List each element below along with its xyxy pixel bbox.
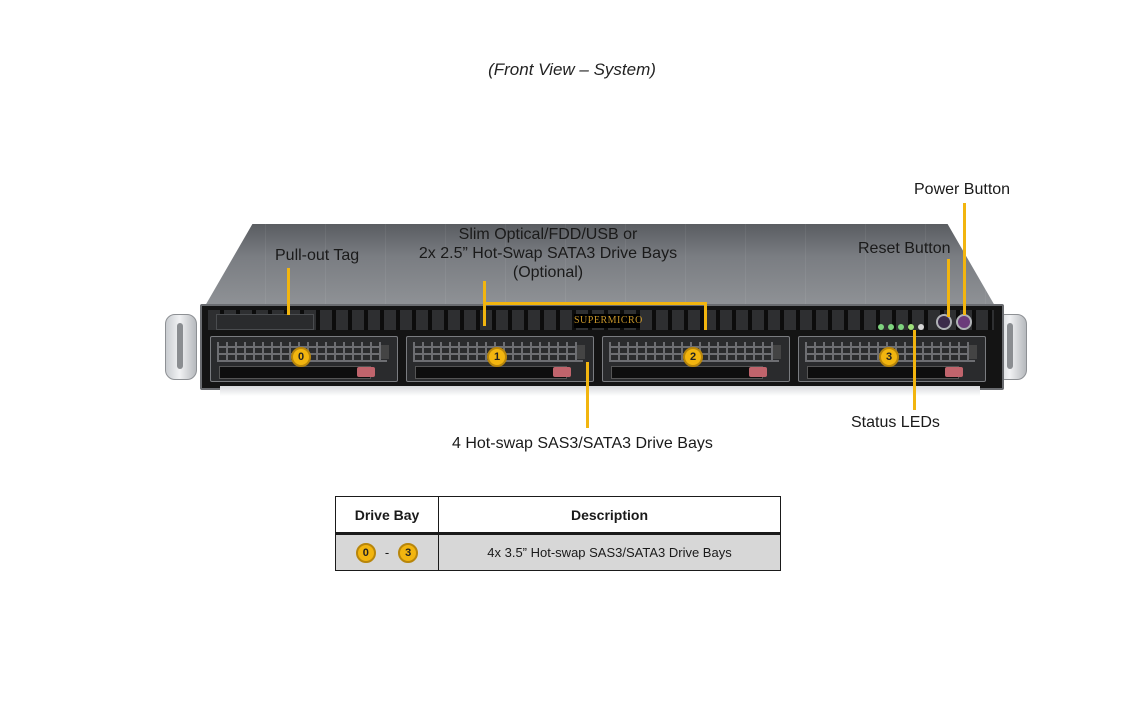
- status-leds-label: Status LEDs: [851, 414, 940, 431]
- status-led: [888, 324, 894, 330]
- power-button[interactable]: [956, 314, 972, 330]
- slim-optical-label-line3: (Optional): [512, 264, 584, 281]
- chassis-shadow: [220, 386, 980, 396]
- table-header-description: Description: [438, 496, 781, 535]
- description-cell: 4x 3.5” Hot-swap SAS3/SATA3 Drive Bays: [438, 533, 781, 571]
- left-rack-ear: [165, 314, 197, 380]
- power-button-leader: [963, 203, 966, 315]
- bay-number-badge: 1: [487, 347, 507, 367]
- drive-bay-table: Drive Bay Description 0-3 4x 3.5” Hot-sw…: [335, 496, 781, 571]
- drive-bay-range-cell: 0-3: [335, 533, 439, 571]
- bay-number-badge: 3: [879, 347, 899, 367]
- table-header-drive-bay: Drive Bay: [335, 496, 439, 535]
- status-leds-leader: [913, 330, 916, 410]
- pull-out-tag-label: Pull-out Tag: [275, 247, 360, 264]
- pull-out-tag: [216, 314, 314, 330]
- bay-number-badge: 0: [291, 347, 311, 367]
- brand-logo: SUPERMICRO: [574, 314, 643, 328]
- front-panel: SUPERMICRO 0 1 2 3: [200, 304, 1004, 390]
- drive-bay-0: 0: [210, 336, 398, 382]
- status-led: [878, 324, 884, 330]
- bay-number-badge: 2: [683, 347, 703, 367]
- reset-button[interactable]: [936, 314, 952, 330]
- status-led: [918, 324, 924, 330]
- figure-caption: (Front View – System): [488, 60, 656, 79]
- control-panel: [874, 312, 986, 334]
- optical-leader-bar: [483, 302, 707, 305]
- power-button-label: Power Button: [914, 181, 1011, 198]
- reset-button-label: Reset Button: [858, 240, 951, 257]
- bay-number-badge: 3: [398, 542, 419, 563]
- top-cover: [205, 224, 995, 306]
- server-chassis: SUPERMICRO 0 1 2 3: [160, 218, 1040, 408]
- drive-bay-2: 2: [602, 336, 790, 382]
- bay-number-badge: 0: [355, 542, 376, 563]
- drive-bay-1: 1: [406, 336, 594, 382]
- reset-button-leader: [947, 259, 950, 317]
- optical-leader-right: [704, 302, 707, 330]
- drive-bays-leader: [586, 362, 589, 428]
- slim-optical-label-line2: 2x 2.5” Hot-Swap SATA3 Drive Bays: [418, 245, 678, 262]
- slim-optical-label-line1: Slim Optical/FDD/USB or: [458, 226, 638, 243]
- pull-out-tag-leader: [287, 268, 290, 315]
- status-led: [898, 324, 904, 330]
- drive-bay-3: 3: [798, 336, 986, 382]
- table-row: 0-3 4x 3.5” Hot-swap SAS3/SATA3 Drive Ba…: [335, 533, 781, 571]
- status-led: [908, 324, 914, 330]
- hot-swap-bays-label: 4 Hot-swap SAS3/SATA3 Drive Bays: [452, 435, 713, 452]
- range-separator: -: [384, 545, 390, 560]
